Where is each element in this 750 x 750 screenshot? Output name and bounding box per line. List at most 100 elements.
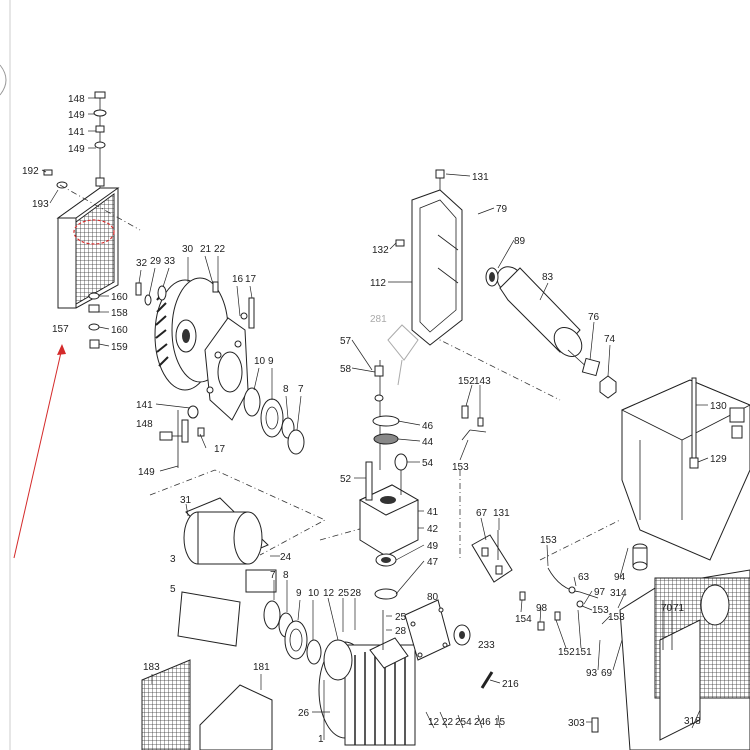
label-192: 192 — [22, 166, 39, 177]
bearings-10-9-8-7-upper — [243, 387, 305, 455]
label-80: 80 — [427, 592, 439, 603]
label-58: 58 — [340, 364, 352, 375]
bracket-part-67 — [471, 530, 513, 583]
label-143: 143 — [474, 376, 491, 387]
label-159: 159 — [111, 342, 128, 353]
label-10: 10 — [308, 588, 320, 599]
label-193: 193 — [32, 199, 49, 210]
label-15: 15 — [494, 717, 506, 728]
label-42: 42 — [427, 524, 439, 535]
label-129: 129 — [710, 454, 727, 465]
label-151: 151 — [575, 647, 592, 658]
label-70: 70 — [661, 603, 673, 614]
label-318: 318 — [684, 716, 701, 727]
label-8: 8 — [283, 384, 289, 395]
label-149: 149 — [68, 110, 85, 121]
label-1: 1 — [318, 734, 324, 745]
label-28: 28 — [350, 588, 362, 599]
label-153: 153 — [540, 535, 557, 546]
label-3: 3 — [170, 554, 176, 565]
rotor-part-3 — [177, 497, 277, 647]
label-44: 44 — [422, 437, 434, 448]
label-148: 148 — [68, 94, 85, 105]
label-17: 17 — [245, 274, 257, 285]
label-28: 28 — [395, 626, 407, 637]
label-24: 24 — [280, 552, 292, 563]
label-153: 153 — [608, 612, 625, 623]
label-153: 153 — [592, 605, 609, 616]
label-26: 26 — [298, 708, 310, 719]
label-98: 98 — [536, 603, 548, 614]
label-71: 71 — [673, 603, 685, 614]
label-153: 153 — [452, 462, 469, 473]
panel-part-181 — [199, 684, 273, 750]
label-130: 130 — [710, 401, 727, 412]
label-30: 30 — [182, 244, 194, 255]
label-157: 157 — [52, 324, 69, 335]
label-29: 29 — [150, 256, 162, 267]
ghost-part-281 — [387, 324, 419, 386]
label-67: 67 — [476, 508, 488, 519]
gear-part-233 — [453, 624, 471, 646]
label-141: 141 — [136, 400, 153, 411]
label-52: 52 — [340, 474, 352, 485]
label-160: 160 — [111, 292, 128, 303]
label-49: 49 — [427, 541, 439, 552]
window-edge-arc — [0, 64, 7, 96]
label-33: 33 — [164, 256, 176, 267]
label-76: 76 — [588, 312, 600, 323]
label-131: 131 — [493, 508, 510, 519]
label-8: 8 — [283, 570, 289, 581]
label-152: 152 — [558, 647, 575, 658]
label-132: 132 — [372, 245, 389, 256]
label-149: 149 — [138, 467, 155, 478]
label-63: 63 — [578, 572, 590, 583]
bracket-part-112 — [395, 169, 463, 346]
label-25: 25 — [338, 588, 350, 599]
label-79: 79 — [496, 204, 508, 215]
hose-parts-153-63-97 — [519, 567, 599, 631]
label-160: 160 — [111, 325, 128, 336]
label-83: 83 — [542, 272, 554, 283]
label-54: 54 — [422, 458, 434, 469]
leader-lines — [41, 97, 709, 740]
label-281: 281 — [370, 314, 387, 325]
label-149: 149 — [68, 144, 85, 155]
label-7: 7 — [298, 384, 304, 395]
pump-housing-part-1 — [318, 639, 416, 746]
label-31: 31 — [180, 495, 192, 506]
panel-part-183 — [141, 659, 191, 750]
bracket-parts-141-148-149 — [159, 405, 205, 468]
motor-body-right — [619, 569, 750, 750]
label-22: 22 — [214, 244, 226, 255]
label-16: 16 — [232, 274, 244, 285]
radiator-part-157 — [43, 91, 120, 349]
label-12: 12 — [428, 717, 440, 728]
label-181: 181 — [253, 662, 270, 673]
flange-part-16 — [204, 317, 249, 421]
cylinder-part-94 — [632, 543, 648, 571]
label-46: 46 — [422, 421, 434, 432]
label-97: 97 — [594, 587, 606, 598]
label-12: 12 — [323, 588, 335, 599]
fittings-152-143-153 — [461, 405, 487, 441]
label-69: 69 — [601, 668, 613, 679]
motor-cover-right — [621, 377, 750, 561]
label-9: 9 — [296, 588, 302, 599]
label-141: 141 — [68, 127, 85, 138]
part-216 — [480, 671, 494, 689]
part-number-labels: 148 149 141 149 192 193 157 160 158 160 … — [22, 94, 727, 745]
label-154: 154 — [515, 614, 532, 625]
label-183: 183 — [143, 662, 160, 673]
label-47: 47 — [427, 557, 439, 568]
label-254: 254 — [455, 717, 472, 728]
label-32: 32 — [136, 258, 148, 269]
label-7: 7 — [270, 570, 276, 581]
tank-part-83 — [485, 266, 617, 399]
label-89: 89 — [514, 236, 526, 247]
label-17: 17 — [214, 444, 226, 455]
small-parts-32-29-33 — [135, 281, 255, 329]
label-25: 25 — [395, 612, 407, 623]
label-57: 57 — [340, 336, 352, 347]
